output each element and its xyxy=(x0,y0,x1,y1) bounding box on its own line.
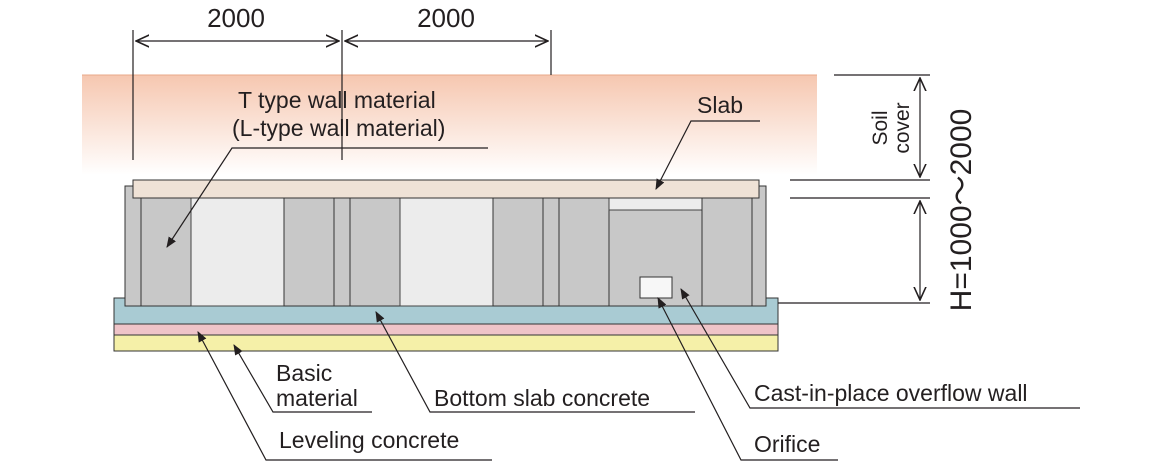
soil-cover-label-line1: Soil xyxy=(869,110,892,145)
bottom-slab-concrete-label: Bottom slab concrete xyxy=(434,385,650,411)
wall-material-leader xyxy=(166,147,488,248)
right-dimension-lines xyxy=(778,74,930,304)
slab-label: Slab xyxy=(697,92,743,118)
basic-material-leader xyxy=(233,344,372,413)
wall-segments xyxy=(124,185,767,307)
basic-material-label-line2: material xyxy=(276,385,358,411)
top-slab xyxy=(132,179,760,199)
wall-material-alt-label: (L-type wall material) xyxy=(232,115,445,141)
span-right-dimension: 2000 xyxy=(417,3,475,33)
overflow-wall-leader xyxy=(680,288,1080,409)
basic-material-layer xyxy=(113,323,779,336)
orifice-label: Orifice xyxy=(754,431,820,457)
basic-material-label-line1: Basic xyxy=(276,360,332,386)
overflow-wall-label: Cast-in-place overflow wall xyxy=(754,380,1028,406)
leveling-concrete-leader xyxy=(197,331,492,461)
span-dimension-lines xyxy=(132,30,552,160)
orifice-leader xyxy=(657,297,838,461)
leveling-concrete-label: Leveling concrete xyxy=(279,427,459,453)
height-dimension-label: H=1000～2000 xyxy=(945,109,978,312)
orifice-opening xyxy=(639,276,673,299)
bottom-slab-concrete-leader xyxy=(375,311,695,413)
soil-cover-label-line2: cover xyxy=(891,102,914,153)
slab-leader xyxy=(655,120,760,190)
wall-material-label: T type wall material xyxy=(238,87,436,113)
soil-cover-area xyxy=(82,75,817,175)
span-left-dimension: 2000 xyxy=(207,3,265,33)
